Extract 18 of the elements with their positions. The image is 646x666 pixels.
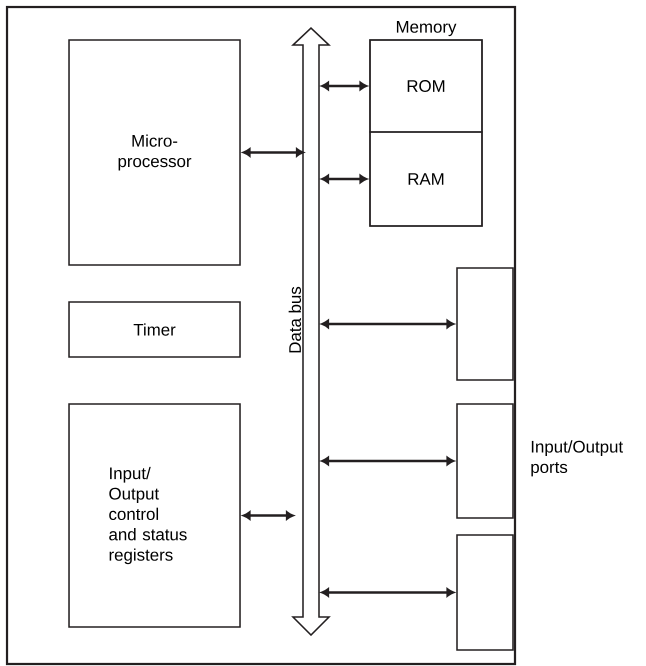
arrow	[321, 588, 454, 597]
memory-block: ROM	[369, 39, 483, 133]
memory-block: RAM	[369, 131, 483, 227]
arrow	[321, 82, 368, 90]
node-label: Memory	[396, 21, 456, 36]
block-box: Input/ Output control and status registers	[68, 403, 241, 628]
port-box	[456, 267, 514, 381]
port-box	[456, 403, 514, 519]
arrow	[242, 511, 294, 520]
port-box	[456, 534, 514, 651]
arrow	[321, 456, 454, 466]
block-box: Timer	[68, 301, 241, 358]
ports-label: Input/Output ports	[531, 440, 623, 476]
board-frame	[6, 6, 516, 666]
arrow	[321, 174, 368, 184]
block-box: Micro- processor	[68, 39, 241, 266]
arrow	[242, 148, 304, 157]
arrow	[321, 320, 454, 328]
